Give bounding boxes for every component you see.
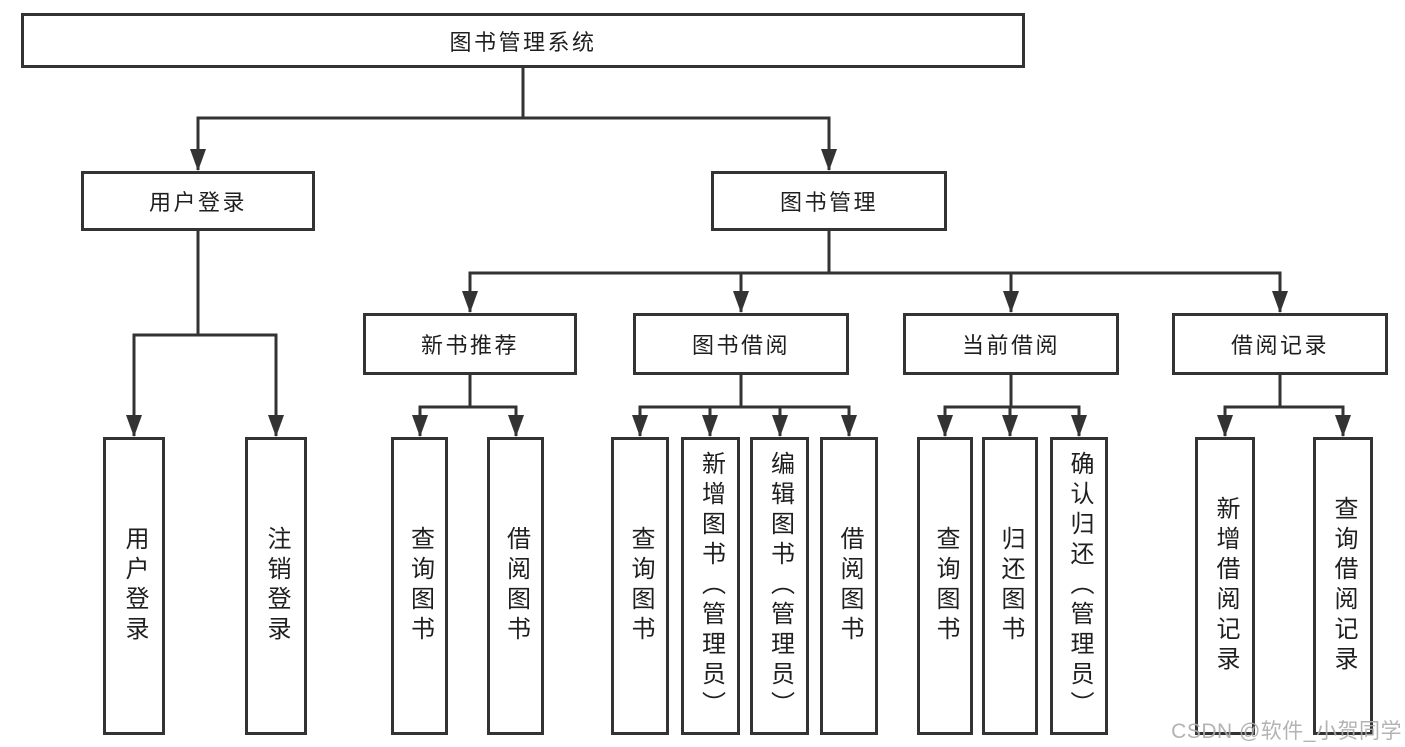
node-library-system-label: 图书管理系统 bbox=[449, 29, 597, 55]
leaf-return-books: 归还图书 bbox=[982, 437, 1038, 735]
leaf-return-books-label: 归还图书 bbox=[997, 526, 1024, 646]
node-book-borrowing: 图书借阅 bbox=[633, 313, 849, 375]
leaf-borrow-books-recommend: 借阅图书 bbox=[487, 437, 544, 735]
node-new-book-recommend: 新书推荐 bbox=[363, 313, 577, 375]
connector-borrowing-records bbox=[1217, 375, 1351, 437]
leaf-borrow-books-recommend-label: 借阅图书 bbox=[502, 526, 530, 646]
leaf-confirm-return-admin-label: 确认归还（管理员） bbox=[1066, 451, 1093, 721]
leaf-query-borrow-record: 查询借阅记录 bbox=[1313, 437, 1373, 735]
node-user-login: 用户登录 bbox=[81, 171, 315, 231]
connector-root bbox=[190, 68, 837, 171]
connector-book-borrowing bbox=[632, 375, 857, 437]
node-library-system: 图书管理系统 bbox=[21, 13, 1025, 68]
node-book-management-label: 图书管理 bbox=[779, 190, 878, 215]
node-book-borrowing-label: 图书借阅 bbox=[691, 333, 790, 358]
node-borrowing-records: 借阅记录 bbox=[1172, 313, 1388, 375]
leaf-add-borrow-record-label: 新增借阅记录 bbox=[1212, 496, 1239, 676]
leaf-logout: 注销登录 bbox=[245, 437, 307, 735]
connector-user-login bbox=[126, 231, 284, 437]
node-borrowing-records-label: 借阅记录 bbox=[1230, 333, 1329, 358]
leaf-edit-books-admin: 编辑图书（管理员） bbox=[750, 437, 809, 735]
leaf-query-books-recommend: 查询图书 bbox=[391, 437, 448, 735]
leaf-user-login-label: 用户登录 bbox=[121, 526, 148, 646]
leaf-query-books-borrowing-label: 查询图书 bbox=[627, 526, 654, 646]
leaf-confirm-return-admin: 确认归还（管理员） bbox=[1050, 437, 1108, 735]
leaf-edit-books-admin-label: 编辑图书（管理员） bbox=[766, 451, 794, 721]
connector-current-borrowing bbox=[937, 375, 1087, 437]
node-new-book-recommend-label: 新书推荐 bbox=[420, 333, 519, 358]
leaf-query-books-borrowing: 查询图书 bbox=[611, 437, 669, 735]
connector-book-management bbox=[462, 231, 1288, 313]
node-current-borrowing-label: 当前借阅 bbox=[961, 333, 1060, 358]
leaf-add-books-admin-label: 新增图书（管理员） bbox=[697, 451, 725, 721]
leaf-logout-label: 注销登录 bbox=[263, 526, 290, 646]
leaf-borrow-books-borrowing: 借阅图书 bbox=[820, 437, 878, 735]
leaf-add-books-admin: 新增图书（管理员） bbox=[681, 437, 740, 735]
leaf-query-borrow-record-label: 查询借阅记录 bbox=[1330, 496, 1357, 676]
node-current-borrowing: 当前借阅 bbox=[903, 313, 1119, 375]
node-user-login-label: 用户登录 bbox=[148, 190, 247, 215]
node-book-management: 图书管理 bbox=[711, 171, 947, 231]
leaf-borrow-books-borrowing-label: 借阅图书 bbox=[836, 526, 863, 646]
leaf-query-books-current: 查询图书 bbox=[917, 437, 973, 735]
watermark: CSDN @软件_小贺同学 bbox=[1171, 720, 1402, 743]
connector-new-book-recommend bbox=[412, 375, 524, 437]
leaf-query-books-recommend-label: 查询图书 bbox=[406, 526, 434, 646]
leaf-user-login: 用户登录 bbox=[103, 437, 165, 735]
leaf-add-borrow-record: 新增借阅记录 bbox=[1195, 437, 1255, 735]
leaf-query-books-current-label: 查询图书 bbox=[932, 526, 959, 646]
